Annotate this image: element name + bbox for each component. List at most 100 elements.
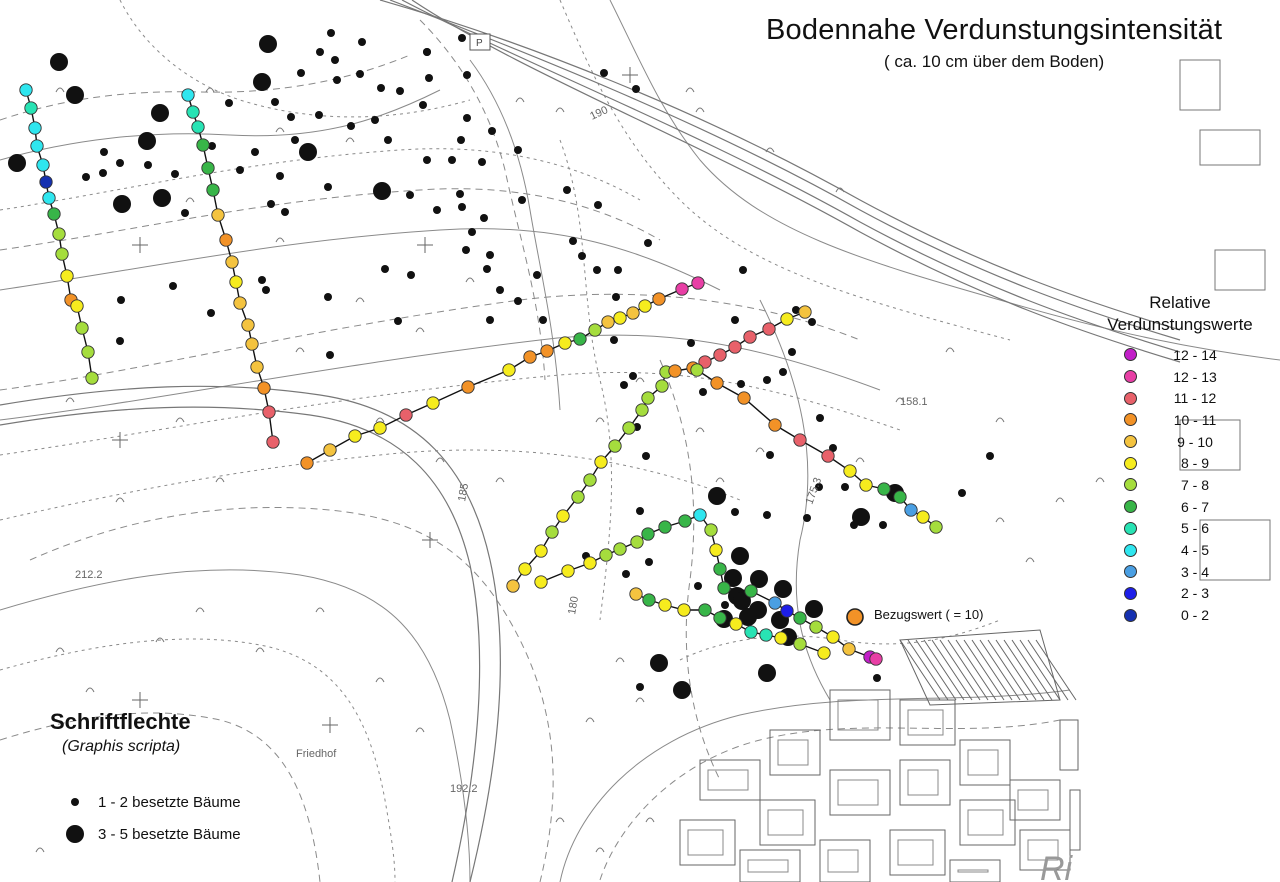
transect-path: [25, 89, 93, 379]
map-symbol: [765, 147, 775, 153]
measurement-point: [229, 275, 243, 289]
map-symbol: [495, 477, 505, 483]
map-symbol: [615, 657, 625, 663]
tree-dot-small: [457, 136, 465, 144]
map-label: 212.2: [75, 569, 103, 581]
tree-dot-small: [225, 99, 233, 107]
measurement-point: [658, 598, 672, 612]
measurement-point: [323, 443, 337, 457]
contour-line: [0, 89, 441, 161]
legend-swatch: [1124, 521, 1137, 535]
railway-line: [379, 0, 1181, 331]
measurement-point: [793, 611, 807, 625]
tree-dot-small: [645, 558, 653, 566]
legend-swatch: [1124, 565, 1137, 579]
measurement-point: [877, 482, 891, 496]
measurement-point: [704, 523, 718, 537]
building-block: [889, 829, 946, 876]
legend-swatch: [1124, 370, 1137, 384]
measurement-point: [698, 355, 712, 369]
legend-swatch: [1124, 500, 1137, 514]
map-symbol: [275, 237, 285, 243]
measurement-point: [262, 405, 276, 419]
measurement-point: [613, 311, 627, 325]
measurement-point: [206, 183, 220, 197]
measurement-point: [561, 564, 575, 578]
map-symbol: [35, 847, 45, 853]
measurement-point: [241, 318, 255, 332]
measurement-point: [594, 455, 608, 469]
tree-dot-large: [50, 53, 68, 71]
measurement-point: [798, 305, 812, 319]
tree-dot-small: [486, 316, 494, 324]
measurement-point: [399, 408, 413, 422]
measurement-point: [523, 350, 537, 364]
measurement-point: [655, 379, 669, 393]
map-title: Bodennahe Verdunstungsintensität: [766, 14, 1223, 46]
tree-dot-large: [259, 35, 277, 53]
measurement-point: [556, 509, 570, 523]
tree-dot-small: [324, 183, 332, 191]
legend-item: 9 - 10: [1124, 431, 1227, 453]
tree-dot-small: [406, 191, 414, 199]
tree-dot-small: [251, 148, 259, 156]
measurement-point: [211, 208, 225, 222]
tree-dot-small: [731, 508, 739, 516]
railway-line: [401, 0, 1181, 353]
measurement-point: [626, 306, 640, 320]
building: [837, 699, 879, 731]
tree-dot-small: [486, 251, 494, 259]
tree-legend-label: 3 - 5 besetzte Bäume: [98, 825, 241, 843]
legend-item: 8 - 9: [1124, 452, 1227, 474]
measurement-point: [842, 642, 856, 656]
tree-dot-small: [514, 146, 522, 154]
legend-label: 7 - 8: [1180, 476, 1209, 493]
measurement-point: [613, 542, 627, 556]
tree-dot-small: [792, 306, 800, 314]
tree-dot-small: [181, 209, 189, 217]
measurement-point: [36, 158, 50, 172]
tree-dot-small: [614, 266, 622, 274]
legend-label: 4 - 5: [1180, 542, 1209, 559]
tree-dot-small: [622, 570, 630, 578]
tree-dot-large: [253, 73, 271, 91]
measurement-point: [426, 396, 440, 410]
tree-dot-small: [396, 87, 404, 95]
measurement-point: [85, 371, 99, 385]
tree-dot-small: [327, 29, 335, 37]
tree-dot-small: [425, 74, 433, 82]
map-symbol: [185, 197, 195, 203]
building-block: [739, 849, 801, 882]
tree-dot-small: [478, 158, 486, 166]
building: [767, 809, 804, 836]
legend-item: 2 - 3: [1124, 583, 1227, 605]
measurement-point: [588, 323, 602, 337]
tree-dot-small: [612, 293, 620, 301]
measurement-point: [780, 312, 794, 326]
measurement-point: [869, 652, 883, 666]
measurement-point: [518, 562, 532, 576]
legend-heading-line1: Relative: [1149, 293, 1211, 312]
building: [897, 839, 934, 866]
tree-dot-small: [419, 101, 427, 109]
map-label: Friedhof: [296, 748, 337, 760]
legend-swatch: [1124, 586, 1137, 600]
measurement-point: [843, 464, 857, 478]
measurement-point: [30, 139, 44, 153]
tree-dot-small: [620, 381, 628, 389]
measurement-point: [60, 269, 74, 283]
map-symbol: [515, 97, 525, 103]
legend-item: 0 - 2: [1124, 604, 1227, 626]
building-block: [829, 769, 891, 816]
legend-label: 11 - 12: [1173, 390, 1217, 407]
contour-line: [0, 712, 321, 882]
legend-swatch: [1124, 413, 1137, 427]
tree-dot-small: [514, 297, 522, 305]
tree-dot-small: [816, 414, 824, 422]
building-block: [959, 739, 1011, 786]
tree-dot-large: [758, 664, 776, 682]
contour-line: [559, 689, 1071, 882]
contour-line: [759, 299, 831, 701]
tree-dot-small: [629, 372, 637, 380]
tree-dot-small: [456, 190, 464, 198]
